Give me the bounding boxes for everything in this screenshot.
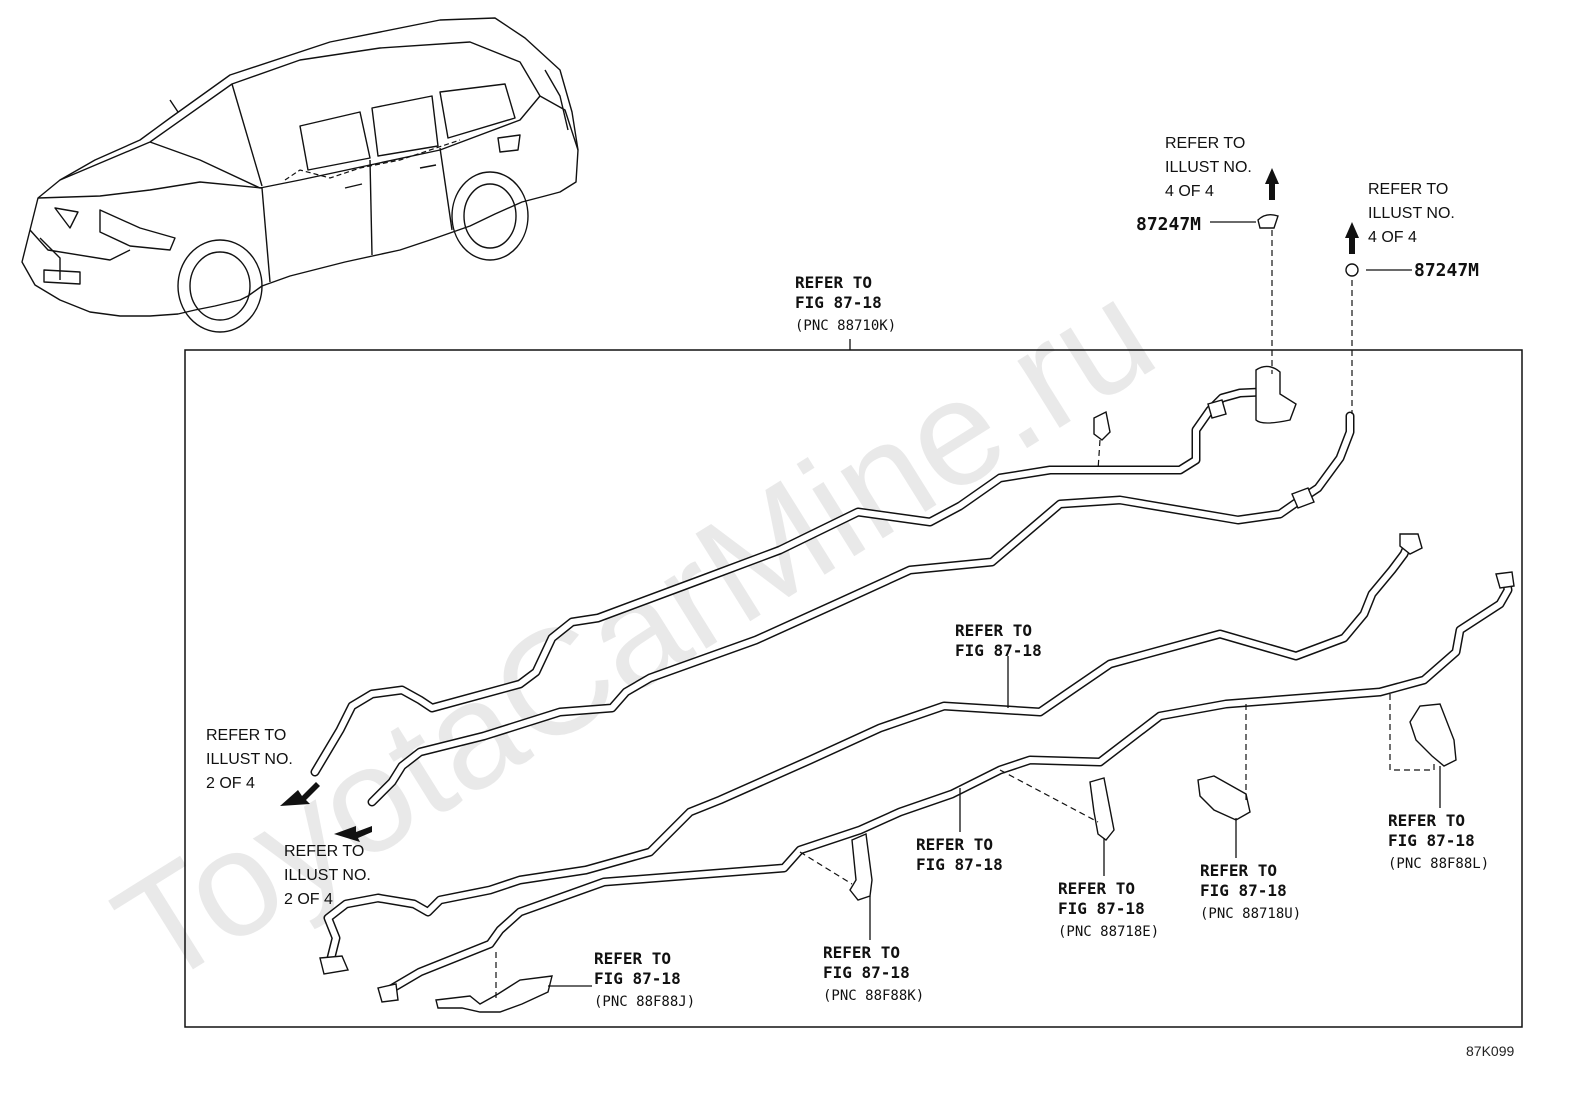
svg-text:(PNC 88F88K): (PNC 88F88K) (823, 988, 924, 1004)
svg-text:FIG 87-18: FIG 87-18 (955, 641, 1042, 660)
front-wheel-icon (177, 239, 263, 333)
part-number-left: 87247M (1136, 214, 1201, 235)
arrow-down-left-2-icon (334, 826, 372, 842)
svg-text:ILLUST NO.: ILLUST NO. (1368, 205, 1455, 222)
svg-text:(PNC 88710K): (PNC 88710K) (795, 318, 896, 334)
ref-pnc-88f88l: REFER TO FIG 87-18 (PNC 88F88L) (1388, 811, 1489, 872)
bracket-88f88l-icon (1409, 703, 1457, 767)
vehicle-illustration (21, 17, 579, 333)
svg-text:FIG 87-18: FIG 87-18 (916, 855, 1003, 874)
ref-pnc-88f88k: REFER TO FIG 87-18 (PNC 88F88K) (823, 943, 924, 1004)
svg-text:(PNC 88F88J): (PNC 88F88J) (594, 994, 695, 1010)
svg-text:FIG 87-18: FIG 87-18 (594, 969, 681, 988)
svg-text:REFER TO: REFER TO (795, 273, 872, 292)
bracket-88f88j-icon (435, 975, 553, 1013)
svg-text:2 OF 4: 2 OF 4 (284, 891, 333, 908)
svg-text:REFER TO: REFER TO (1388, 811, 1465, 830)
svg-text:REFER TO: REFER TO (1165, 135, 1245, 152)
ref-main-fig: REFER TO FIG 87-18 (PNC 88710K) (795, 273, 896, 334)
bracket-88718u-icon (1197, 775, 1251, 821)
svg-text:ILLUST NO.: ILLUST NO. (206, 751, 293, 768)
clip-icon (1093, 410, 1111, 441)
arrow-up-right-icon (1345, 222, 1359, 254)
svg-text:REFER TO: REFER TO (955, 621, 1032, 640)
lower-tube-1 (319, 533, 1423, 975)
svg-text:FIG 87-18: FIG 87-18 (795, 293, 882, 312)
svg-text:REFER TO: REFER TO (1058, 879, 1135, 898)
svg-text:2 OF 4: 2 OF 4 (206, 775, 255, 792)
assembly-frame (184, 349, 1523, 1028)
svg-text:REFER TO: REFER TO (1368, 181, 1448, 198)
arrow-down-left-1-icon (280, 782, 320, 806)
ref-illust-left-1: REFER TO ILLUST NO. 2 OF 4 (206, 727, 293, 792)
svg-text:REFER TO: REFER TO (916, 835, 993, 854)
upper-tube-1 (310, 365, 1297, 777)
rear-wheel-icon (451, 171, 529, 261)
svg-text:4 OF 4: 4 OF 4 (1165, 183, 1214, 200)
bracket-88718e-icon (1089, 777, 1115, 841)
svg-text:REFER TO: REFER TO (823, 943, 900, 962)
ref-pnc-88718u: REFER TO FIG 87-18 (PNC 88718U) (1200, 861, 1301, 922)
svg-text:4 OF 4: 4 OF 4 (1368, 229, 1417, 246)
ref-illust-top-right: REFER TO ILLUST NO. 4 OF 4 (1368, 181, 1455, 246)
bracket-88f88k-icon (849, 832, 873, 901)
svg-text:(PNC 88718U): (PNC 88718U) (1200, 906, 1301, 922)
svg-text:FIG 87-18: FIG 87-18 (823, 963, 910, 982)
ref-lower-mid-fig: REFER TO FIG 87-18 (916, 835, 1003, 874)
svg-text:FIG 87-18: FIG 87-18 (1388, 831, 1475, 850)
svg-text:ILLUST NO.: ILLUST NO. (284, 867, 371, 884)
svg-text:REFER TO: REFER TO (206, 727, 286, 744)
ref-pnc-88718e: REFER TO FIG 87-18 (PNC 88718E) (1058, 879, 1159, 940)
svg-text:ILLUST NO.: ILLUST NO. (1165, 159, 1252, 176)
clamp-right-icon (1345, 263, 1359, 277)
upper-tube-2 (367, 411, 1355, 807)
ref-mid-fig: REFER TO FIG 87-18 (955, 621, 1042, 660)
svg-text:(PNC 88718E): (PNC 88718E) (1058, 924, 1159, 940)
svg-text:REFER TO: REFER TO (284, 843, 364, 860)
ref-illust-top-left: REFER TO ILLUST NO. 4 OF 4 (1165, 135, 1252, 200)
svg-text:(PNC 88F88L): (PNC 88F88L) (1388, 856, 1489, 872)
svg-text:REFER TO: REFER TO (1200, 861, 1277, 880)
svg-text:REFER TO: REFER TO (594, 949, 671, 968)
ref-pnc-88f88j: REFER TO FIG 87-18 (PNC 88F88J) (594, 949, 695, 1010)
arrow-up-left-icon (1265, 168, 1279, 200)
svg-text:FIG 87-18: FIG 87-18 (1200, 881, 1287, 900)
clamp-left-icon (1257, 213, 1279, 229)
diagram-code: 87K099 (1466, 1043, 1514, 1059)
ref-illust-left-2: REFER TO ILLUST NO. 2 OF 4 (284, 843, 371, 908)
svg-text:FIG 87-18: FIG 87-18 (1058, 899, 1145, 918)
part-number-right: 87247M (1414, 260, 1479, 281)
